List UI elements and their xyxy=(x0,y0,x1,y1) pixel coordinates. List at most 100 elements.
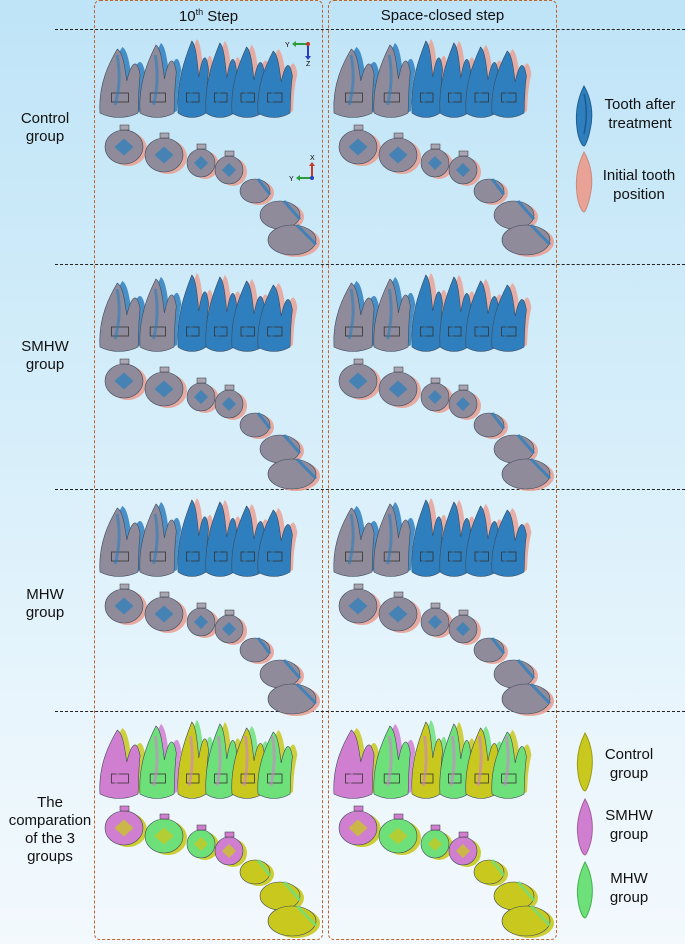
tooth-surface-shading xyxy=(348,138,368,156)
axis-label-y: Y xyxy=(285,42,290,49)
attachment-outline xyxy=(267,551,283,562)
attachment-outline xyxy=(448,551,462,562)
teeth-control-space-closed xyxy=(333,39,554,257)
tooth-surface-shading xyxy=(222,844,236,858)
attachment-outline xyxy=(344,92,363,103)
teeth-mhw-space-closed xyxy=(333,498,554,716)
tooth-edge-shading xyxy=(490,412,506,430)
tooth-edge-shading xyxy=(282,659,302,680)
attachment xyxy=(353,358,364,365)
attachment xyxy=(159,132,170,139)
tooth-edge-shading xyxy=(256,178,272,196)
tooth-edge-shading xyxy=(529,457,552,480)
tooth-edge-shading xyxy=(282,200,302,221)
tooth-edge-shading xyxy=(282,434,302,455)
tooth-surface-shading xyxy=(222,622,236,636)
tooth-surface-shading xyxy=(347,288,355,340)
tooth-surface-shading xyxy=(114,819,134,837)
tooth-surface-shading xyxy=(421,54,428,106)
attachment-outline xyxy=(149,326,166,337)
tooth-crown xyxy=(501,683,551,715)
attachment-outline xyxy=(186,773,200,784)
attachment-outline xyxy=(267,92,283,103)
attachment xyxy=(430,143,441,150)
tooth-surface-shading xyxy=(113,288,121,340)
attachment-outline xyxy=(420,551,434,562)
tooth-surface-shading xyxy=(449,735,456,787)
tooth-edge-shading xyxy=(516,659,536,680)
row-divider xyxy=(55,489,685,490)
tooth-surface-shading xyxy=(194,615,208,629)
tooth-surface-shading xyxy=(187,288,194,340)
attachment xyxy=(224,609,235,616)
attachment-outline xyxy=(186,326,200,337)
tooth-surface-shading xyxy=(428,615,442,629)
attachment xyxy=(458,384,469,391)
axis-label-x: X xyxy=(310,155,315,162)
tooth-surface-shading xyxy=(154,605,174,623)
tooth-surface-shading xyxy=(449,54,456,106)
column-header-10th-step: 10th Step xyxy=(178,7,239,25)
tooth-surface-shading xyxy=(215,54,222,106)
attachment-outline xyxy=(214,92,228,103)
attachment xyxy=(224,384,235,391)
attachment xyxy=(159,366,170,373)
attachment-outline xyxy=(474,551,489,562)
tooth-surface-shading xyxy=(421,288,428,340)
attachment-outline xyxy=(186,92,200,103)
attachment xyxy=(196,824,207,831)
tooth-edge-shading xyxy=(516,881,536,902)
lateral-view-teeth xyxy=(333,273,532,352)
attachment xyxy=(119,583,130,590)
tooth-crown xyxy=(501,905,551,937)
legend-swatch-control-group xyxy=(576,731,593,792)
attachment-outline xyxy=(501,773,517,784)
tooth-surface-shading xyxy=(449,513,456,565)
attachment-outline xyxy=(110,551,129,562)
attachment-outline xyxy=(420,773,434,784)
attachment-outline xyxy=(501,92,517,103)
attachment-outline xyxy=(383,773,400,784)
lateral-view-teeth xyxy=(99,273,298,352)
attachment-outline xyxy=(448,773,462,784)
tooth-surface-shading xyxy=(388,605,408,623)
tooth-crown xyxy=(501,458,551,490)
attachment-outline xyxy=(383,551,400,562)
tooth-surface-shading xyxy=(476,288,483,340)
tooth-crown xyxy=(267,458,317,490)
tooth-surface-shading xyxy=(456,397,470,411)
attachment-outline xyxy=(474,326,489,337)
teeth-comparison-space-closed xyxy=(333,720,554,938)
tooth-surface-shading xyxy=(187,54,194,106)
attachment-outline xyxy=(420,92,434,103)
tooth-surface-shading xyxy=(269,513,276,565)
tooth-surface-shading xyxy=(388,146,408,164)
tooth-surface-shading xyxy=(476,735,483,787)
tooth-surface-shading xyxy=(421,735,428,787)
attachment-outline xyxy=(240,326,255,337)
occlusal-view-teeth xyxy=(104,358,320,491)
row-divider xyxy=(55,29,685,30)
tooth-surface-shading xyxy=(152,288,159,340)
lateral-view-teeth xyxy=(99,39,298,118)
teeth-smhw-space-closed xyxy=(333,273,554,491)
attachment xyxy=(159,591,170,598)
tooth-surface-shading xyxy=(215,735,222,787)
tooth-edge-shading xyxy=(256,859,272,877)
attachment-outline xyxy=(501,551,517,562)
tooth-surface-shading xyxy=(113,54,121,106)
tooth-edge-shading xyxy=(490,178,506,196)
tooth-edge-shading xyxy=(295,223,318,246)
tooth-surface-shading xyxy=(456,844,470,858)
tooth-edge-shading xyxy=(256,412,272,430)
occlusal-view-teeth xyxy=(338,805,554,938)
tooth-edge-shading xyxy=(516,200,536,221)
tooth-surface-shading xyxy=(222,397,236,411)
tooth-surface-shading xyxy=(503,513,510,565)
attachment xyxy=(119,124,130,131)
attachment xyxy=(430,377,441,384)
tooth-surface-shading xyxy=(388,827,408,845)
teeth-control-10th-step xyxy=(99,39,320,257)
